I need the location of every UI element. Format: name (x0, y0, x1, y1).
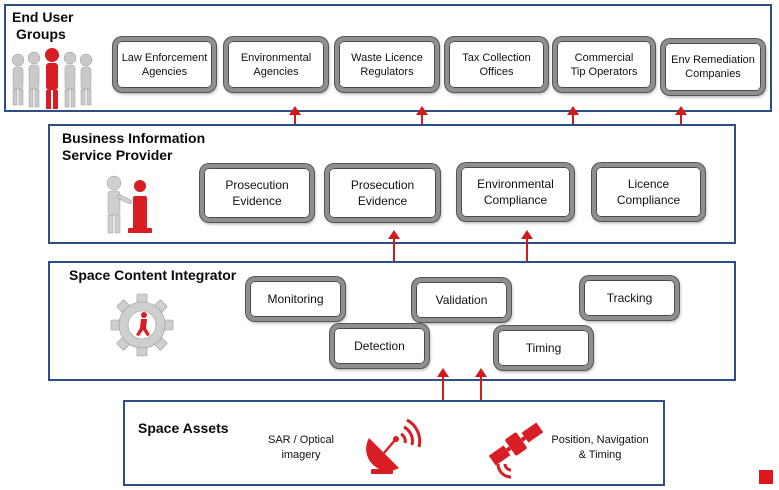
box-env-agencies-line2: Agencies (253, 65, 299, 78)
arrow-up (475, 368, 487, 420)
box-prosecution1-line1: Prosecution (225, 178, 289, 192)
box-commercial-line1: Commercial (574, 51, 634, 64)
box-law-line2: Agencies (141, 65, 188, 78)
space-integrator-title: Space Content Integrator (69, 267, 237, 283)
box-law-line1: Law Enforcement (121, 51, 208, 64)
box-waste-line2: Regulators (360, 65, 414, 78)
box-tracking-label: Tracking (606, 291, 653, 305)
gear-runner-icon (110, 293, 174, 357)
sar-optical-label: SAR / Optical imagery (257, 433, 345, 463)
people-group-icon (11, 48, 93, 109)
space-assets-panel: Space Assets SAR / Optical imagery (123, 400, 665, 486)
box-validation: Validation (412, 278, 511, 322)
corner-accent (759, 470, 773, 484)
box-commercial-line2: Tip Operators (570, 65, 638, 78)
box-envcompliance-line1: Environmental (477, 177, 554, 191)
arrow-up (388, 230, 400, 280)
box-timing: Timing (494, 326, 593, 370)
box-monitoring-label: Monitoring (267, 292, 324, 306)
box-detection: Detection (330, 324, 429, 368)
end-user-title-line2: Groups (16, 26, 66, 42)
box-tracking: Tracking (580, 276, 679, 320)
pnt-label: Position, Navigation & Timing (535, 433, 665, 463)
business-provider-title: Business Information Service Provider (62, 130, 205, 164)
business-title-line1: Business Information (62, 130, 206, 146)
end-user-title-line1: End User (12, 9, 74, 25)
box-prosecution1-line2: Evidence (232, 194, 282, 208)
box-prosecution2-line1: Prosecution (350, 178, 415, 192)
box-licence-line1: Licence (627, 177, 670, 191)
box-monitoring: Monitoring (246, 277, 345, 321)
arrow-up (521, 230, 533, 280)
satellite-dish-icon (366, 418, 422, 474)
end-user-groups-title: End User Groups (12, 9, 73, 43)
pnt-line1: Position, Navigation (551, 434, 649, 446)
box-env-agencies-line1: Environmental (240, 51, 312, 64)
box-validation-label: Validation (435, 293, 488, 307)
pnt-line2: & Timing (578, 449, 622, 461)
box-tax-line1: Tax Collection (462, 51, 531, 64)
sar-line1: SAR / Optical (267, 434, 335, 446)
arrow-up (437, 368, 449, 420)
business-provider-panel: Business Information Service Provider Pr… (48, 124, 736, 244)
box-remediation-line1: Env Remediation (671, 54, 755, 66)
business-title-line2: Service Provider (62, 147, 173, 163)
box-timing-label: Timing (525, 341, 562, 355)
box-envcompliance-line2: Compliance (483, 193, 548, 207)
info-figure-icon (106, 175, 152, 234)
space-integrator-panel: Space Content Integrator Monitoring Vali… (48, 261, 736, 381)
sar-line2: imagery (281, 449, 321, 461)
space-assets-title: Space Assets (138, 420, 229, 436)
satellite-icon (488, 422, 544, 479)
box-prosecution2-line2: Evidence (357, 194, 408, 208)
box-waste-line1: Waste Licence (351, 51, 423, 64)
box-remediation-line2: Companies (685, 68, 741, 80)
box-detection-label: Detection (354, 339, 405, 353)
box-licence-line2: Compliance (616, 193, 681, 207)
box-tax-line2: Offices (479, 65, 514, 78)
